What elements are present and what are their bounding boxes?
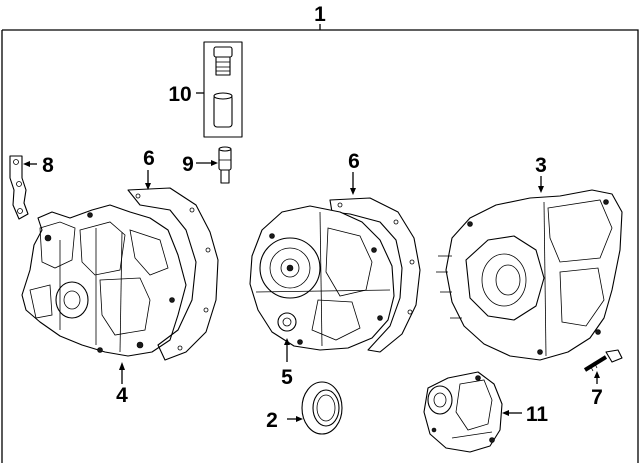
gasket-left-part[interactable] — [127, 187, 219, 361]
arrow-5 — [284, 338, 290, 345]
breather-part[interactable] — [218, 146, 232, 184]
converter-housing-part[interactable] — [249, 205, 395, 351]
bolt-part[interactable] — [583, 349, 623, 372]
callout-6-right: 6 — [348, 150, 360, 173]
callout-2: 2 — [266, 409, 278, 432]
arrow-2 — [296, 416, 303, 422]
arrow-6a — [145, 183, 151, 190]
seal-part[interactable] — [301, 381, 343, 435]
callout-4: 4 — [116, 384, 128, 407]
callout-8: 8 — [42, 154, 54, 177]
transaxle-housing-part[interactable] — [436, 189, 623, 361]
gasket-right-part[interactable] — [329, 197, 421, 353]
callout-5: 5 — [281, 366, 293, 389]
callout-6-left: 6 — [143, 147, 155, 170]
plug-and-tube-part[interactable] — [203, 41, 243, 138]
bracket-part[interactable] — [9, 155, 29, 220]
callout-3: 3 — [535, 154, 547, 177]
callout-1: 1 — [314, 3, 326, 26]
callout-9: 9 — [182, 153, 194, 176]
transaxle-case-part[interactable] — [21, 204, 187, 357]
arrow-6b — [350, 188, 356, 195]
callout-11: 11 — [526, 403, 549, 426]
arrow-3 — [538, 186, 544, 193]
arrow-9 — [211, 160, 218, 166]
arrow-11 — [502, 410, 509, 416]
arrow-4 — [119, 362, 125, 370]
actuator-part[interactable] — [423, 371, 503, 453]
arrow-8 — [23, 161, 30, 167]
arrow-7 — [594, 371, 600, 378]
assembly-frame — [1, 24, 639, 463]
callout-7: 7 — [591, 386, 603, 409]
callout-10: 10 — [168, 83, 191, 106]
